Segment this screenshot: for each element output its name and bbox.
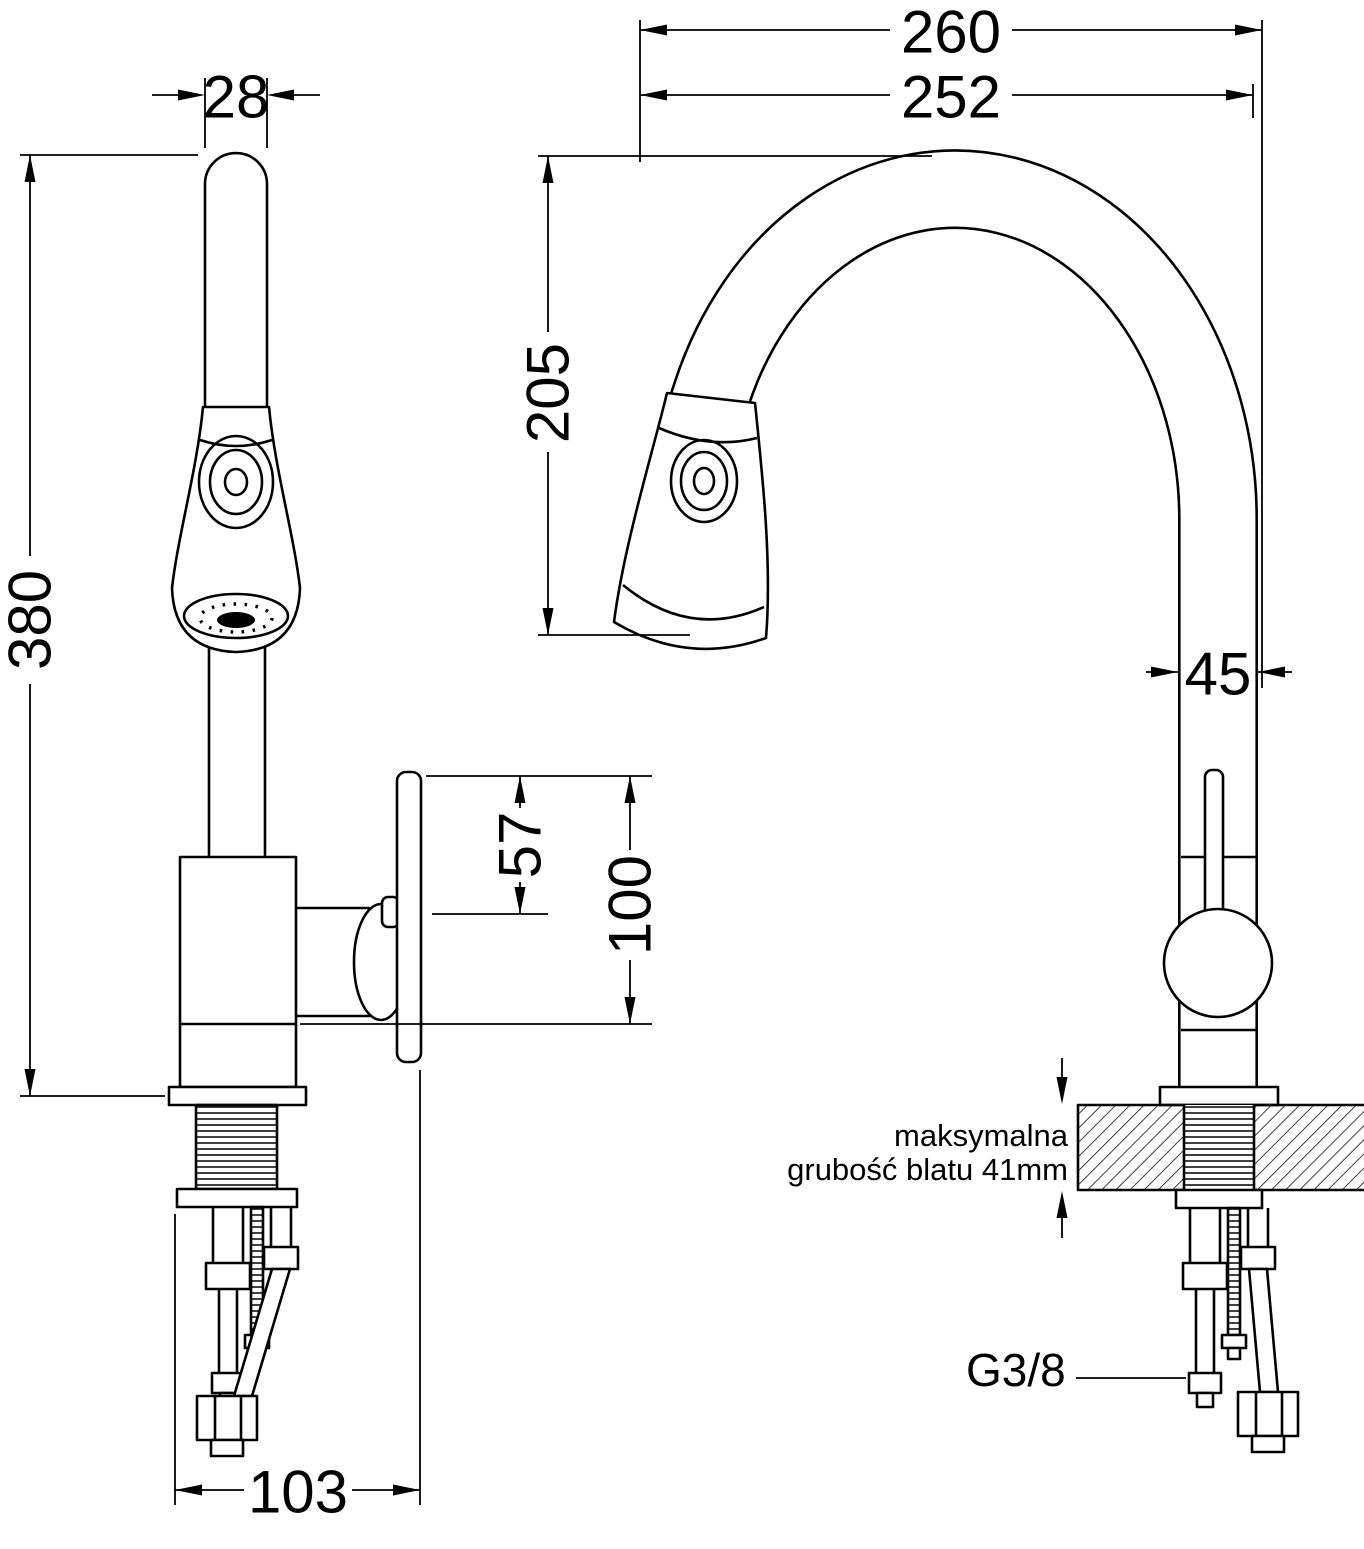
supply-nut bbox=[195, 1394, 259, 1442]
front-spray-head bbox=[170, 405, 302, 654]
side-view bbox=[612, 149, 1364, 1454]
handle-lever bbox=[395, 770, 423, 1064]
spray-button-center-side bbox=[692, 466, 716, 496]
handle-sphere bbox=[1162, 907, 1274, 1019]
aerator-edge-side bbox=[622, 583, 765, 621]
countertop-thickness-note: maksymalna grubość blatu 41mm bbox=[787, 1058, 1069, 1238]
dim-lever-57: 57 bbox=[426, 775, 652, 915]
aerator-core bbox=[217, 612, 255, 628]
side-mounting bbox=[1076, 1085, 1364, 1210]
dim-body-100: 100 bbox=[300, 776, 664, 1025]
dim-label-45: 45 bbox=[1185, 641, 1252, 708]
aerator-ring bbox=[182, 592, 290, 640]
dim-depth-260: 260 bbox=[639, 0, 1263, 688]
spray-button-ring-side bbox=[679, 450, 729, 512]
dim-label-103: 103 bbox=[248, 1459, 348, 1526]
dim-clearance-205: 205 bbox=[515, 155, 932, 636]
handle-lever-side bbox=[1203, 768, 1225, 922]
dim-spout-width-28: 28 bbox=[152, 64, 320, 148]
spout-top-cap bbox=[203, 151, 269, 185]
side-spout-gooseneck bbox=[661, 149, 1259, 1087]
spray-button-ring bbox=[208, 448, 264, 516]
counter-note-line1: maksymalna bbox=[894, 1118, 1069, 1153]
aerator-nozzles bbox=[198, 602, 274, 634]
thread-label: G3/8 bbox=[966, 1344, 1066, 1396]
dim-label-28: 28 bbox=[203, 64, 270, 131]
base-flange-side bbox=[1158, 1085, 1280, 1107]
front-view bbox=[167, 151, 423, 1458]
front-handle bbox=[296, 770, 423, 1064]
dim-base-103: 103 bbox=[174, 1070, 421, 1526]
dim-overall-height-380: 380 bbox=[0, 154, 198, 1097]
dim-label-380: 380 bbox=[0, 570, 64, 670]
threaded-shank bbox=[196, 1105, 277, 1189]
spray-button-center bbox=[223, 467, 249, 497]
spray-head-collar bbox=[199, 438, 273, 448]
side-spray-head bbox=[612, 391, 770, 651]
mounting-plate-side bbox=[1174, 1188, 1264, 1210]
front-supply-hoses bbox=[195, 1205, 300, 1458]
thread-callout: G3/8 bbox=[966, 1344, 1186, 1396]
threaded-shank-side bbox=[1184, 1105, 1254, 1190]
spray-button-boot-side bbox=[669, 438, 739, 524]
dim-reach-252: 252 bbox=[640, 64, 1254, 131]
front-mounting bbox=[167, 1085, 308, 1209]
counter-note-line2: grubość blatu 41mm bbox=[787, 1152, 1068, 1187]
side-supply-hoses bbox=[1181, 1206, 1300, 1454]
front-body bbox=[178, 855, 298, 1089]
supply-nut-side bbox=[1236, 1390, 1300, 1438]
mounting-plate bbox=[175, 1187, 299, 1209]
dim-label-260: 260 bbox=[901, 0, 1001, 66]
side-body bbox=[1162, 768, 1274, 1032]
dim-label-100: 100 bbox=[597, 855, 664, 955]
dim-body-45: 45 bbox=[1146, 641, 1292, 708]
base-flange bbox=[167, 1085, 308, 1107]
dimension-annotations: 28 380 57 100 bbox=[0, 0, 1292, 1526]
dim-label-57: 57 bbox=[487, 812, 554, 879]
spray-button-boot bbox=[197, 434, 275, 530]
dim-label-252: 252 bbox=[901, 64, 1001, 131]
dim-label-205: 205 bbox=[515, 343, 582, 443]
